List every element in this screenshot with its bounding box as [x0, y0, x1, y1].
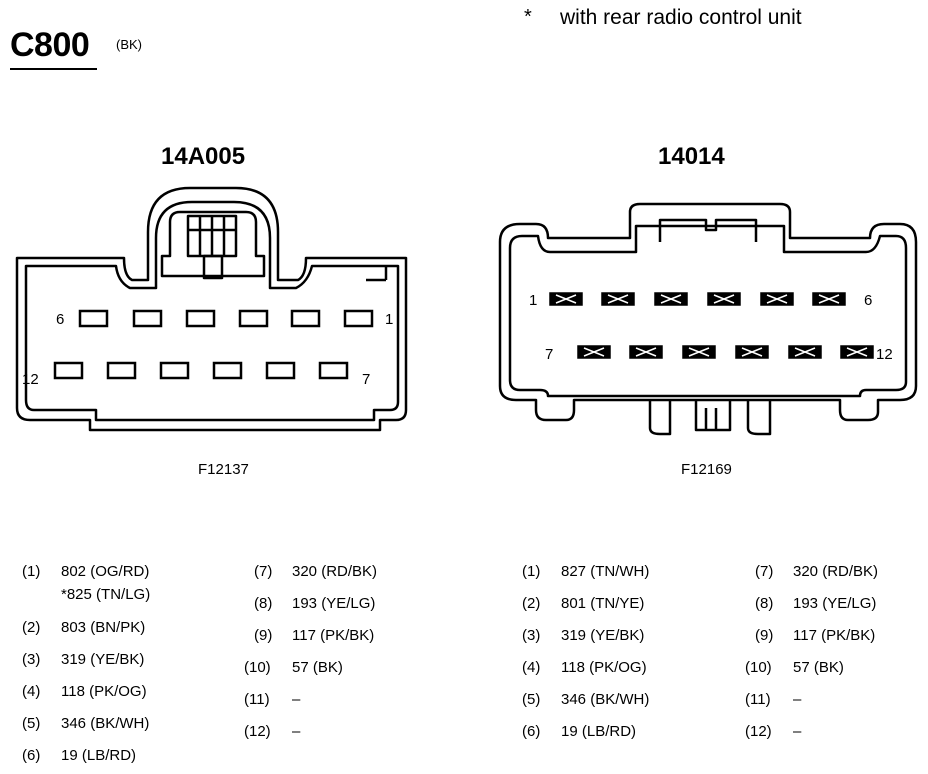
- right-pin-label-bottom-right: 12: [876, 346, 893, 363]
- pin-number: (8): [755, 595, 774, 612]
- pin-number: (6): [22, 747, 41, 764]
- pin-wire: 193 (YE/LG): [793, 595, 877, 612]
- right-connector-top-pins: [549, 292, 846, 306]
- left-figure-code: F12137: [198, 461, 249, 478]
- pin-wire: 57 (BK): [292, 659, 343, 676]
- pin-wire: 19 (LB/RD): [561, 723, 637, 740]
- pin-number: (12): [244, 723, 271, 740]
- pin-number: (1): [22, 563, 41, 580]
- pin-number: (7): [755, 563, 774, 580]
- pin-wire: 801 (TN/YE): [561, 595, 645, 612]
- pin-wire: 117 (PK/BK): [793, 627, 876, 644]
- pin-wire: 118 (PK/OG): [61, 683, 147, 700]
- footnote-marker: *: [524, 6, 532, 28]
- right-connector-bottom-tab: [648, 400, 772, 436]
- pin-number: (5): [522, 691, 541, 708]
- left-connector-body: [15, 186, 408, 432]
- right-pin-label-top-left: 1: [529, 292, 537, 309]
- pin-number: (2): [22, 619, 41, 636]
- footnote-text: with rear radio control unit: [560, 6, 802, 29]
- pin-wire: –: [292, 691, 301, 708]
- pin-number: (10): [745, 659, 772, 676]
- connector-title: C800: [10, 26, 90, 64]
- pin-wire: 346 (BK/WH): [61, 715, 150, 732]
- pin-wire: –: [793, 691, 802, 708]
- pin-wire-alt: *825 (TN/LG): [61, 586, 151, 603]
- right-figure-code: F12169: [681, 461, 732, 478]
- pin-number: (9): [755, 627, 774, 644]
- left-connector-part-number: 14A005: [161, 143, 246, 170]
- left-pin-label-top-left: 6: [56, 311, 64, 328]
- pin-number: (3): [522, 627, 541, 644]
- pin-number: (12): [745, 723, 772, 740]
- pin-wire: –: [292, 723, 301, 740]
- title-underline: [10, 68, 97, 70]
- right-connector-inner-outline: [508, 224, 908, 398]
- pin-wire: –: [793, 723, 802, 740]
- pin-wire: 827 (TN/WH): [561, 563, 650, 580]
- right-pin-label-bottom-left: 7: [545, 346, 553, 363]
- left-connector-top-pins: [78, 309, 374, 328]
- pin-wire: 319 (YE/BK): [61, 651, 145, 668]
- left-connector-inner-outline: [24, 200, 400, 422]
- pin-number: (11): [244, 691, 270, 708]
- pin-number: (10): [244, 659, 271, 676]
- pin-number: (2): [522, 595, 541, 612]
- pin-number: (1): [522, 563, 541, 580]
- pin-number: (4): [522, 659, 541, 676]
- right-connector-latch: [658, 218, 758, 242]
- pin-wire: 319 (YE/BK): [561, 627, 645, 644]
- pin-number: (8): [254, 595, 273, 612]
- pin-wire: 193 (YE/LG): [292, 595, 376, 612]
- right-connector-part-number: 14014: [658, 143, 725, 170]
- connector-color-label: (BK): [116, 37, 142, 52]
- left-pin-label-bottom-right: 7: [362, 371, 370, 388]
- left-connector-diagram: 6 1 12 7: [15, 186, 408, 432]
- pin-number: (4): [22, 683, 41, 700]
- pin-number: (3): [22, 651, 41, 668]
- pin-wire: 803 (BN/PK): [61, 619, 146, 636]
- left-pin-label-bottom-left: 12: [22, 371, 39, 388]
- pin-number: (7): [254, 563, 273, 580]
- left-connector-latch: [160, 210, 266, 278]
- right-pin-label-top-right: 6: [864, 292, 872, 309]
- pin-wire: 320 (RD/BK): [292, 563, 378, 580]
- right-connector-body: [498, 202, 918, 422]
- right-connector-diagram: 1 6 7 12: [498, 202, 918, 436]
- right-connector-bottom-pins: [577, 345, 874, 359]
- pin-number: (5): [22, 715, 41, 732]
- pin-wire: 802 (OG/RD): [61, 563, 150, 580]
- left-connector-bottom-pins: [53, 361, 349, 380]
- pin-number: (6): [522, 723, 541, 740]
- pin-wire: 19 (LB/RD): [61, 747, 137, 764]
- pin-wire: 117 (PK/BK): [292, 627, 375, 644]
- pin-number: (11): [745, 691, 771, 708]
- pin-wire: 118 (PK/OG): [561, 659, 647, 676]
- pin-wire: 346 (BK/WH): [561, 691, 650, 708]
- left-pin-label-top-right: 1: [385, 311, 393, 328]
- pin-wire: 320 (RD/BK): [793, 563, 879, 580]
- pin-number: (9): [254, 627, 273, 644]
- pin-wire: 57 (BK): [793, 659, 844, 676]
